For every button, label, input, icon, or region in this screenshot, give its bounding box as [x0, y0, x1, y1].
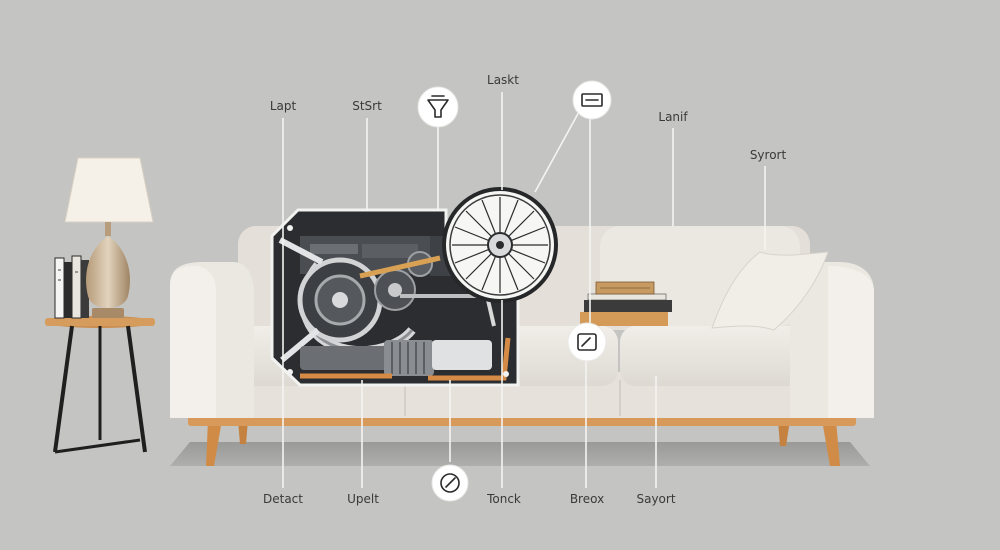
callout-label-tonck: Tonck — [486, 492, 521, 506]
callout-label-lanif: Lanif — [658, 110, 688, 124]
funnel-icon — [417, 86, 459, 128]
callout-label-start: StSrt — [352, 99, 382, 113]
callout-labels-bottom: Detact Upelt Tonck Breox Sayort — [263, 492, 676, 506]
leader-lines — [282, 92, 766, 488]
table-lamp — [64, 157, 154, 318]
gauge-icon — [567, 322, 607, 362]
callout-label-lapt: Lapt — [270, 99, 297, 113]
callout-label-breox: Breox — [570, 492, 604, 506]
book-stack-sofa — [580, 281, 672, 326]
side-table — [45, 316, 155, 454]
dial-icon — [431, 464, 469, 502]
callout-labels-top: Lapt StSrt Laskt Lanif Syrort — [270, 73, 787, 162]
callout-label-detact: Detact — [263, 492, 303, 506]
display-panel-icon — [572, 80, 612, 120]
callout-label-sayort: Sayort — [636, 492, 675, 506]
book-stack-left — [54, 255, 89, 319]
floor-shadow — [170, 442, 870, 466]
callout-label-upelt: Upelt — [347, 492, 379, 506]
callout-label-laskt: Laskt — [487, 73, 519, 87]
callout-label-syrort: Syrort — [750, 148, 787, 162]
fan-wheel — [442, 187, 558, 303]
